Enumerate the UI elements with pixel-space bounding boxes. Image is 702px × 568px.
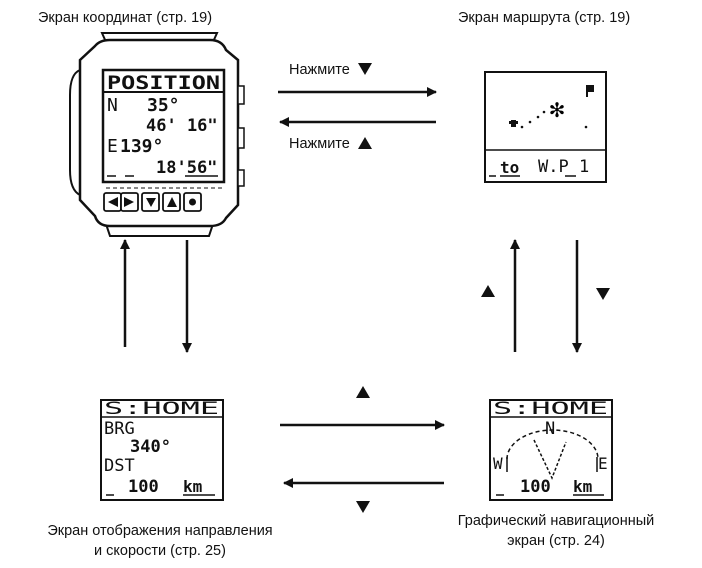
caption-graphic-screen-line1: Графический навигационный xyxy=(457,513,655,529)
dot-icon xyxy=(189,198,196,206)
position-screen: POSITION N 35° 46' 16" E 139° 18'56" xyxy=(107,72,220,178)
caption-route-screen: Экран маршрута (стр. 19) xyxy=(458,10,631,26)
compass-arc xyxy=(506,429,599,460)
caption-graphic-screen-line2: экран (стр. 24) xyxy=(507,533,605,549)
graphic-distance-unit: km xyxy=(573,477,593,496)
longitude-direction: E xyxy=(107,136,118,157)
triangle-down-icon xyxy=(596,288,610,300)
latitude-direction: N xyxy=(107,95,118,116)
caption-direction-screen-line1: Экран отображения направления xyxy=(47,523,273,539)
graphic-distance-value: 100 xyxy=(520,477,551,497)
direction-screen: S:HOME BRG 340° DST 100 km xyxy=(100,399,224,501)
longitude-minutes-seconds: 18'56" xyxy=(156,158,217,178)
route-waypoint-label: W.P 1 xyxy=(538,157,589,177)
latitude-degrees: 35° xyxy=(147,95,180,116)
triangle-down-icon xyxy=(356,501,370,513)
position-title: POSITION xyxy=(107,72,220,94)
heading-needle xyxy=(533,439,567,480)
distance-value: 100 xyxy=(128,477,159,497)
triangle-up-icon xyxy=(356,386,370,398)
triangle-left-icon xyxy=(108,197,118,207)
triangle-up-icon xyxy=(357,137,372,149)
graphic-title: S:HOME xyxy=(493,399,608,419)
caption-coordinates-screen: Экран координат (стр. 19) xyxy=(38,10,213,26)
compass-west: W xyxy=(493,454,503,473)
direction-title: S:HOME xyxy=(104,399,219,419)
latitude-minutes-seconds: 46' 16" xyxy=(146,116,218,136)
triangle-up-icon xyxy=(167,197,177,207)
press-down-label: Нажмите xyxy=(289,62,372,78)
route-screen: ✻ to W.P 1 xyxy=(484,71,607,183)
distance-label: DST xyxy=(104,456,135,476)
compass-east: E xyxy=(598,454,608,473)
press-up-text: Нажмите xyxy=(289,136,350,152)
distance-unit: km xyxy=(183,477,203,496)
triangle-down-icon xyxy=(357,63,372,75)
route-dots xyxy=(509,110,588,129)
press-up-label: Нажмите xyxy=(289,136,372,152)
graphic-navigation-screen: S:HOME N W E 100 km xyxy=(489,399,613,501)
triangle-down-icon xyxy=(146,198,156,207)
longitude-degrees: 139° xyxy=(120,136,163,157)
press-down-text: Нажмите xyxy=(289,62,350,78)
compass-north: N xyxy=(545,419,555,439)
caption-direction-screen-line2: и скорости (стр. 25) xyxy=(94,543,226,559)
watch-position-device xyxy=(69,32,245,237)
triangle-up-icon xyxy=(481,285,495,297)
route-to-label: to xyxy=(500,158,519,177)
triangle-right-icon xyxy=(124,197,134,207)
flag-icon xyxy=(586,85,594,97)
bearing-label: BRG xyxy=(104,419,135,439)
bearing-value: 340° xyxy=(130,437,171,457)
asterisk-icon: ✻ xyxy=(549,98,566,122)
